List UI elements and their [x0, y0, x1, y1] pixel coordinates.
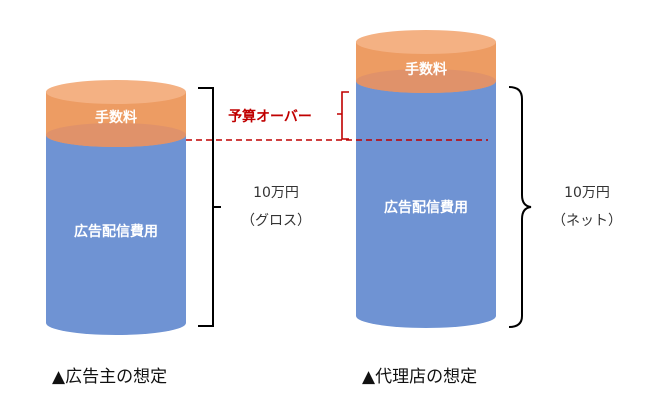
advertiser-caption: ▲広告主の想定	[52, 367, 167, 387]
agency-total-brace	[508, 86, 532, 328]
agency-amount-type-label: （ネット）	[552, 213, 622, 229]
advertiser-amount-type-label: （グロス）	[241, 213, 311, 229]
advertiser-cylinder: 手数料 広告配信費用	[46, 80, 186, 335]
advertiser-cylinder-top	[46, 80, 186, 104]
agency-cost-segment	[356, 81, 496, 328]
advertiser-cost-segment	[46, 135, 186, 335]
over-budget-label: 予算オーバー	[228, 108, 312, 125]
advertiser-segment-divider	[46, 123, 186, 147]
advertiser-fee-label: 手数料	[95, 109, 137, 126]
advertiser-cost-label: 広告配信費用	[74, 223, 158, 240]
agency-cost-label: 広告配信費用	[384, 199, 468, 216]
agency-segment-divider	[356, 69, 496, 93]
advertiser-total-bracket	[198, 87, 221, 327]
agency-fee-label: 手数料	[405, 61, 447, 78]
agency-caption: ▲代理店の想定	[362, 367, 477, 387]
agency-cylinder: 手数料 広告配信費用	[356, 30, 496, 328]
agency-cylinder-top	[356, 30, 496, 54]
agency-amount-label: 10万円	[564, 185, 610, 201]
advertiser-amount-label: 10万円	[253, 185, 299, 201]
over-budget-bracket	[337, 91, 349, 140]
